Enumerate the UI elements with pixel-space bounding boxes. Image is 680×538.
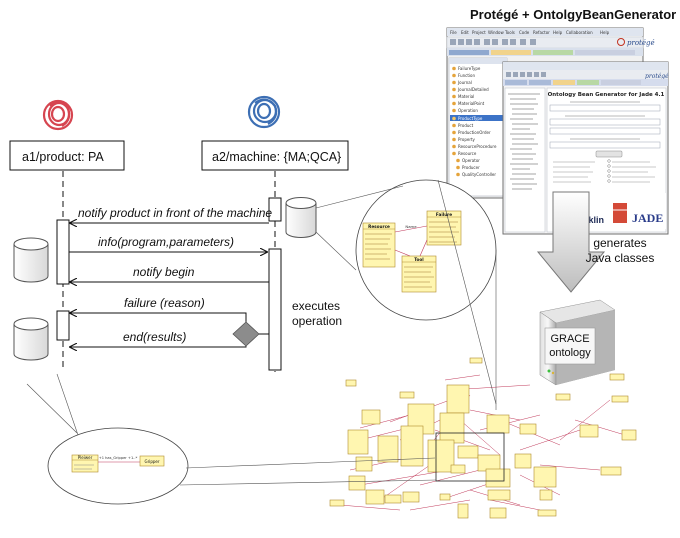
- svg-text:QualityController: QualityController: [462, 172, 496, 177]
- database-product-2: [13, 317, 49, 361]
- svg-text:Failure: Failure: [436, 212, 452, 217]
- menu-item: Code: [519, 30, 530, 35]
- svg-text:ProductionOrder: ProductionOrder: [458, 130, 491, 135]
- grace-ontology-server: GRACE ontology: [539, 299, 616, 386]
- svg-text:Property: Property: [458, 137, 476, 142]
- message-info: info(program,parameters): [69, 235, 267, 252]
- generator-panel-title: Ontology Bean Generator for Jade 4.1: [548, 92, 665, 98]
- svg-text:FailureType: FailureType: [458, 66, 481, 71]
- svg-text:Java classes: Java classes: [586, 251, 655, 265]
- generates-arrow: [536, 191, 606, 293]
- svg-text:ontology: ontology: [549, 347, 591, 359]
- svg-text:Producer: Producer: [462, 165, 480, 170]
- product-activation-2: [56, 310, 70, 341]
- svg-text:Name: Name: [405, 224, 417, 229]
- svg-text:protégé: protégé: [627, 39, 655, 47]
- menu-item: Collaboration: [566, 30, 593, 35]
- svg-text:operation: operation: [292, 314, 342, 328]
- svg-text:generates: generates: [593, 236, 646, 250]
- zoom-circle-left: Pleiwer +1 has_Gripper +1..* Gripper: [47, 427, 189, 505]
- svg-text:Material: Material: [458, 94, 474, 99]
- svg-text:MaterialPoint: MaterialPoint: [458, 101, 485, 106]
- svg-text:info(program,parameters): info(program,parameters): [98, 235, 234, 249]
- svg-text:failure (reason): failure (reason): [124, 296, 205, 310]
- svg-text:Function: Function: [458, 73, 475, 78]
- message-end: end(results): [70, 330, 247, 347]
- message-failure: failure (reason): [70, 296, 247, 327]
- menu-bar: File Edit Project Window Tools Code Refa…: [450, 30, 610, 35]
- menu-item: Window: [488, 30, 505, 35]
- svg-text:executes: executes: [292, 299, 340, 313]
- svg-text:a2/machine: {MA;QCA}: a2/machine: {MA;QCA}: [212, 150, 341, 164]
- product-activation-1: [56, 219, 70, 285]
- protege-logo: protégé: [617, 38, 655, 47]
- svg-text:ResourceProcedure: ResourceProcedure: [458, 144, 497, 149]
- svg-text:Operator: Operator: [462, 158, 480, 163]
- product-agent-icon: [42, 99, 74, 131]
- menu-item: Refactor: [533, 30, 550, 35]
- generates-label: generates Java classes: [586, 236, 655, 265]
- diagram-title: Protégé + OntolgyBeanGenerator: [470, 7, 676, 22]
- database-product-1: [13, 237, 49, 283]
- svg-text:end(results): end(results): [123, 330, 186, 344]
- grace-class-diagram: [329, 357, 637, 519]
- jade-logo: JADE: [632, 211, 663, 225]
- executes-operation-label: executes operation: [292, 299, 342, 328]
- svg-text:protégé: protégé: [645, 73, 669, 80]
- machine-agent-icon: [247, 95, 281, 129]
- svg-text:+1 has_Gripper +1..*: +1 has_Gripper +1..*: [99, 456, 138, 460]
- svg-text:JournalDetailed: JournalDetailed: [457, 87, 489, 92]
- svg-text:notify begin: notify begin: [133, 265, 195, 279]
- menu-item: File: [450, 30, 457, 35]
- svg-text:Tool: Tool: [414, 257, 424, 262]
- menu-item: Tools: [504, 30, 515, 35]
- svg-text:Acklin: Acklin: [577, 215, 604, 225]
- protege-screenshot: File Edit Project Window Tools Code Refa…: [446, 27, 669, 235]
- menu-item: Help: [553, 30, 563, 35]
- svg-text:Resource: Resource: [368, 224, 390, 229]
- svg-text:GRACE: GRACE: [550, 333, 589, 345]
- svg-text:Journal: Journal: [457, 80, 472, 85]
- message-notify-begin: notify begin: [70, 265, 269, 282]
- machine-activation-2: [268, 248, 282, 371]
- decision-diamond: [232, 321, 260, 347]
- menu-item: Help: [600, 30, 610, 35]
- machine-agent-box: a2/machine: {MA;QCA}: [201, 140, 349, 171]
- menu-item: Project: [472, 30, 486, 35]
- svg-text:Resource: Resource: [458, 151, 477, 156]
- product-agent-box: a1/product: PA: [9, 140, 125, 171]
- database-machine: [285, 197, 317, 238]
- zoom-circle-right: Resource Failure Tool Name: [355, 179, 497, 321]
- class-tree: FailureType Function Journal JournalDeta…: [450, 66, 506, 177]
- svg-text:Operation: Operation: [458, 108, 478, 113]
- menu-item: Edit: [461, 30, 469, 35]
- machine-activation-1: [268, 197, 282, 222]
- toolbar-icons: [450, 39, 536, 45]
- svg-text:Gripper: Gripper: [144, 459, 159, 464]
- message-notify-product: notify product in front of the machine: [70, 206, 272, 223]
- svg-text:notify product in front of the: notify product in front of the machine: [78, 206, 272, 220]
- svg-text:Product: Product: [458, 123, 474, 128]
- svg-text:ProductType: ProductType: [458, 116, 483, 121]
- svg-text:a1/product: PA: a1/product: PA: [22, 150, 104, 164]
- svg-text:Pleiwer: Pleiwer: [78, 455, 93, 460]
